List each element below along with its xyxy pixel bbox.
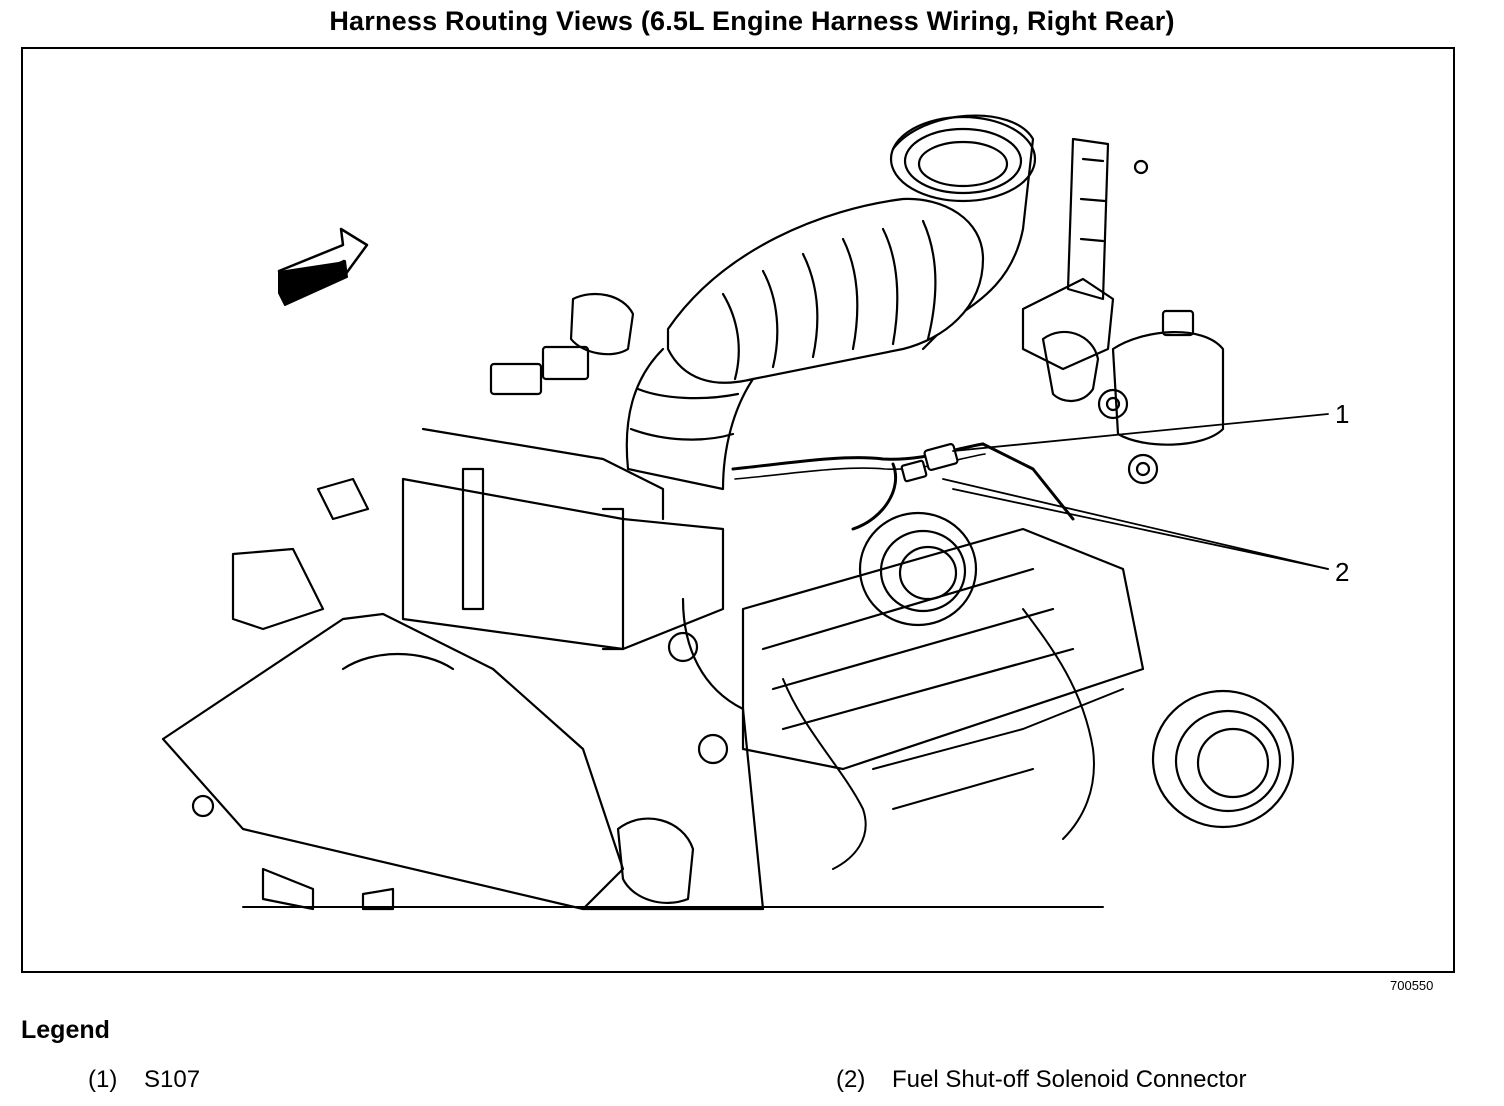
page-title: Harness Routing Views (6.5L Engine Harne…: [329, 6, 1175, 36]
breather-tube: [1021, 137, 1149, 371]
legend-title: Legend: [21, 1016, 110, 1044]
legend-item-label: Fuel Shut-off Solenoid Connector: [892, 1066, 1247, 1093]
electrical-connectors-left: [231, 292, 635, 631]
engine-illustration-frame: 1 2: [21, 47, 1455, 973]
fuel-solenoid-body: [858, 511, 978, 627]
right-valve-cover: [741, 527, 1145, 771]
connector-s107: [900, 443, 959, 483]
engine-harness: [731, 442, 1075, 531]
left-valve-cover: [401, 427, 725, 651]
legend-item-number: (1): [88, 1066, 118, 1093]
pulley: [1151, 689, 1295, 829]
fuel-injection-lines: [782, 608, 1124, 870]
engine-block-lower: [161, 597, 765, 911]
callout-number-2: 2: [1335, 557, 1349, 587]
direction-arrow-icon: [277, 227, 369, 306]
legend-item-number: (2): [836, 1066, 866, 1093]
engine-illustration: 1 2: [161, 114, 1349, 911]
legend-item: (1) S107: [88, 1066, 200, 1094]
legend-item-label: S107: [144, 1066, 201, 1093]
callout-leader-lines: [942, 413, 1329, 570]
legend-item: (2) Fuel Shut-off Solenoid Connector: [836, 1066, 1246, 1094]
air-intake-hose: [625, 114, 1037, 491]
callout-number-1: 1: [1335, 399, 1349, 429]
figure-id: 700550: [1390, 978, 1434, 993]
injection-pump: [1041, 309, 1225, 485]
